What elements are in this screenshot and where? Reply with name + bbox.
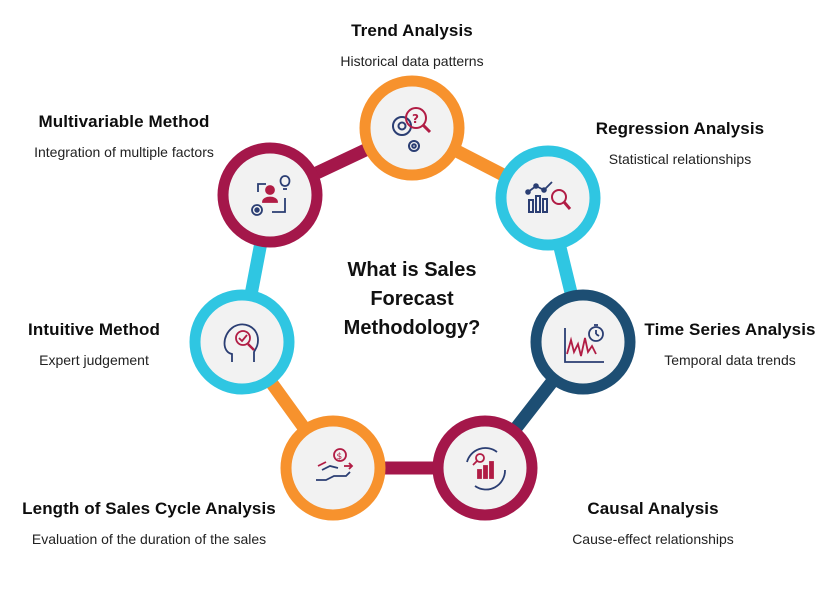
label-salescycle-title: Length of Sales Cycle Analysis [22,499,276,518]
label-regression: Regression Analysis Statistical relation… [580,119,780,167]
center-title-line-1: What is Sales [347,259,477,281]
node-salescycle: $ [280,415,386,521]
gears-question-icon: ? [392,107,432,152]
label-trend-title: Trend Analysis [351,21,473,40]
label-trend-desc: Historical data patterns [340,53,484,69]
node-causal [432,415,538,521]
line-chart-stopwatch-icon [564,324,604,363]
label-multivariable: Multivariable Method Integration of mult… [14,112,234,160]
node-trend: ? [359,75,465,181]
label-salescycle-desc: Evaluation of the duration of the sales [31,531,267,547]
label-causal-title: Causal Analysis [587,499,719,518]
bar-chart-magnifier-icon [525,181,572,213]
label-regression-title: Regression Analysis [595,119,765,138]
label-regression-desc: Statistical relationships [608,151,752,167]
label-causal-desc: Cause-effect relationships [572,531,734,547]
label-intuitive-desc: Expert judgement [39,352,149,368]
label-multivariable-title: Multivariable Method [38,112,210,131]
label-causal: Causal Analysis Cause-effect relationshi… [553,499,753,547]
hand-coin-cycle-icon: $ [316,448,354,481]
label-intuitive-title: Intuitive Method [28,320,160,339]
center-title-line-3: Methodology? [343,317,481,339]
head-check-icon [223,323,259,362]
center-title: What is Sales Forecast Methodology? [312,256,512,343]
node-regression [495,145,601,251]
person-idea-gear-icon [251,175,291,216]
node-timeseries [530,289,636,395]
label-trend: Trend Analysis Historical data patterns [312,21,512,69]
label-timeseries-title: Time Series Analysis [644,320,816,339]
svg-text:$: $ [337,452,343,462]
label-timeseries-desc: Temporal data trends [664,352,796,368]
svg-text:?: ? [412,112,419,126]
center-title-line-2: Forecast [370,288,454,310]
label-multivariable-desc: Integration of multiple factors [34,144,214,160]
node-multivariable [217,142,323,248]
cycle-analysis-icon [466,447,506,491]
label-salescycle: Length of Sales Cycle Analysis Evaluatio… [10,499,288,547]
label-timeseries: Time Series Analysis Temporal data trend… [635,320,823,368]
label-intuitive: Intuitive Method Expert judgement [4,320,184,368]
node-intuitive [189,289,295,395]
